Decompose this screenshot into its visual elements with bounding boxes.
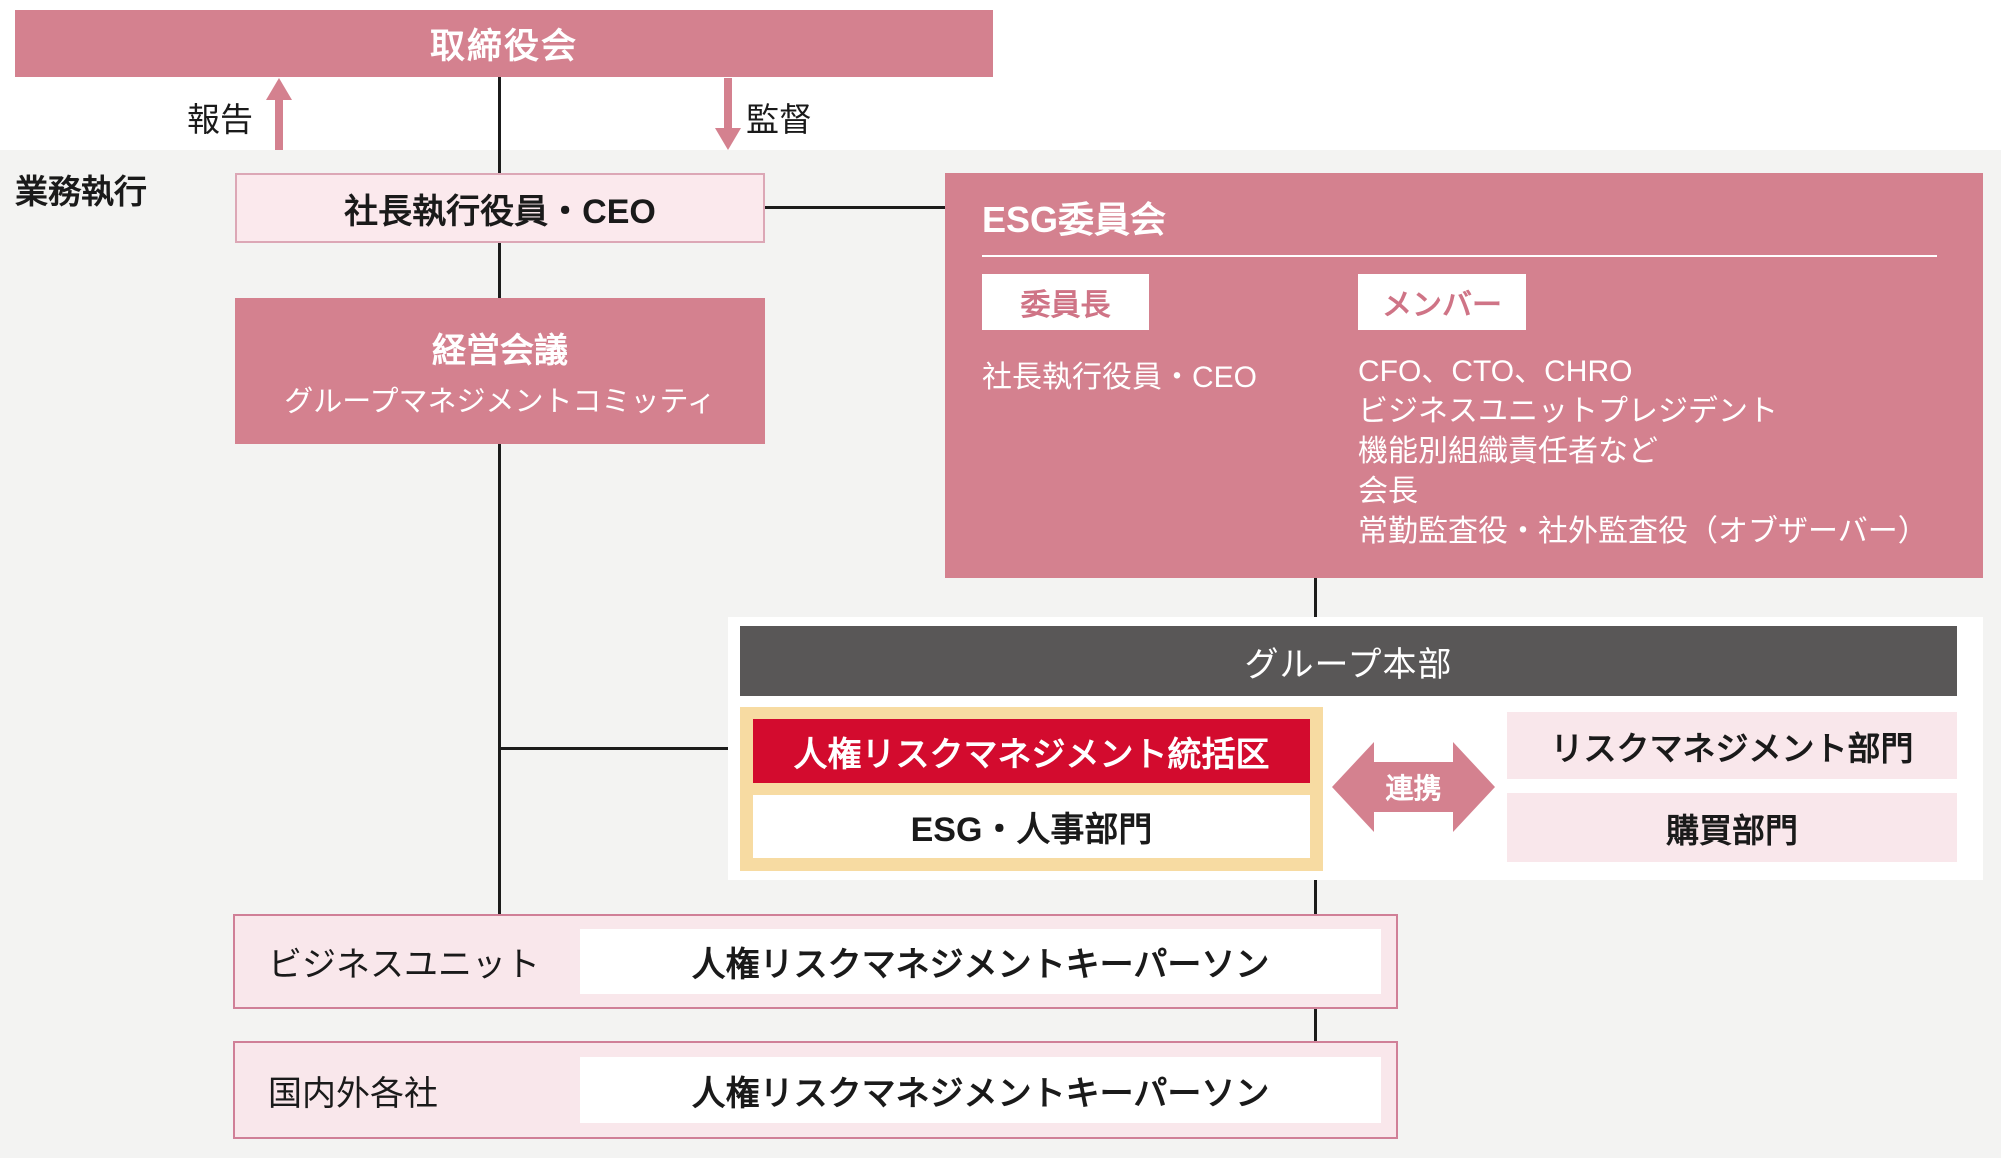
connector-ceo-to-esg: [765, 206, 945, 209]
execution-area-label: 業務執行: [15, 173, 147, 210]
members-badge: メンバー: [1358, 274, 1526, 330]
management-meeting-box: 経営会議 グループマネジメントコミッティ: [235, 298, 765, 444]
business-unit-row: ビジネスユニット 人権リスクマネジメントキーパーソン: [233, 914, 1398, 1009]
management-meeting-title: 経営会議: [432, 331, 568, 370]
business-unit-label: ビジネスユニット: [268, 946, 540, 984]
purchasing-department-box: 購買部門: [1507, 793, 1957, 862]
group-hq-panel: グループ本部 人権リスクマネジメント統括区 ESG・人事部門 連携 リスクマネジ…: [728, 617, 1983, 880]
esg-title-divider: [982, 255, 1937, 257]
collaboration-label: 連携: [1374, 762, 1453, 812]
board-of-directors-bar: 取締役会: [15, 10, 993, 77]
risk-management-department-box: リスクマネジメント部門: [1507, 712, 1957, 779]
arrow-left-icon: [1332, 742, 1374, 832]
keyperson-box: 人権リスクマネジメントキーパーソン: [580, 929, 1381, 994]
esg-hr-department-box: ESG・人事部門: [753, 795, 1310, 858]
ceo-box: 社長執行役員・CEO: [235, 173, 765, 243]
supervise-arrow-shaft: [724, 78, 732, 132]
connector-group-hq-to-business-unit: [1314, 880, 1317, 914]
member-item: 機能別組織責任者など: [1358, 435, 1658, 468]
connector-board-to-ceo: [498, 77, 501, 173]
group-hq-title: グループ本部: [1244, 645, 1453, 684]
chair-badge: 委員長: [982, 274, 1149, 330]
connector-business-unit-to-companies: [1314, 1009, 1317, 1041]
member-item: ビジネスユニットプレジデント: [1358, 395, 1778, 428]
supervise-label: 監督: [746, 101, 812, 138]
member-item: 常勤監査役・社外監査役（オブザーバー）: [1358, 515, 1928, 548]
human-rights-lead-box: 人権リスクマネジメント統括区: [753, 719, 1310, 783]
connector-ceo-to-meeting: [498, 243, 501, 298]
esg-committee-box: ESG委員会 委員長 メンバー 社長執行役員・CEO CFO、CTO、CHRO …: [945, 173, 1983, 578]
arrow-right-icon: [1453, 742, 1495, 832]
domestic-overseas-companies-label: 国内外各社: [268, 1074, 438, 1113]
connector-esg-to-group-hq: [1314, 578, 1317, 617]
connector-meeting-to-business-unit: [498, 444, 501, 914]
management-meeting-subtitle: グループマネジメントコミッティ: [284, 385, 716, 418]
ceo-label: 社長執行役員・CEO: [344, 192, 656, 231]
report-label: 報告: [187, 101, 253, 138]
member-item: CFO、CTO、CHRO: [1358, 355, 1633, 388]
report-arrow-shaft: [275, 96, 283, 150]
chair-value: 社長執行役員・CEO: [982, 361, 1258, 394]
board-of-directors-label: 取締役会: [429, 27, 578, 66]
report-arrow-up-icon: [266, 78, 292, 100]
esg-committee-title: ESG委員会: [982, 199, 1167, 240]
connector-branch-to-group-hq: [498, 747, 728, 750]
members-list: CFO、CTO、CHRO ビジネスユニットプレジデント 機能別組織責任者など 会…: [1358, 352, 1928, 552]
member-item: 会長: [1358, 475, 1418, 508]
group-hq-header: グループ本部: [740, 626, 1957, 696]
collaboration-arrow: 連携: [1332, 742, 1495, 832]
domestic-overseas-companies-row: 国内外各社 人権リスクマネジメントキーパーソン: [233, 1041, 1398, 1139]
keyperson-box: 人権リスクマネジメントキーパーソン: [580, 1057, 1381, 1123]
supervise-arrow-down-icon: [715, 128, 741, 150]
human-rights-lead-group: 人権リスクマネジメント統括区 ESG・人事部門: [740, 707, 1323, 871]
